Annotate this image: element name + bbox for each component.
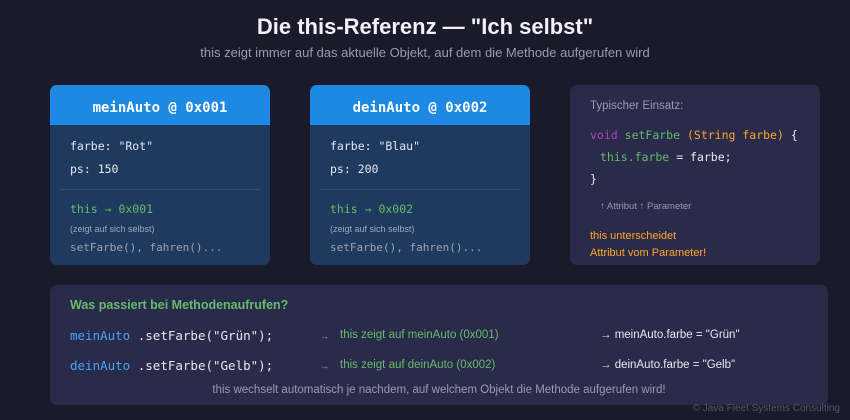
divider	[320, 189, 520, 190]
call-row-1: meinAuto .setFarbe("Grün");	[70, 328, 273, 343]
usage-note-2: Attribut vom Parameter!	[590, 247, 707, 259]
usage-label: Typischer Einsatz:	[590, 100, 684, 112]
call-explain: this zeigt auf meinAuto (0x001)	[340, 329, 499, 341]
field-ps: ps: 200	[330, 162, 379, 176]
field-ps: ps: 150	[70, 162, 119, 176]
arrow-icon: →	[320, 331, 329, 341]
page-title: Die this-Referenz — "Ich selbst"	[256, 14, 594, 39]
calls-heading: Was passiert bei Methodenaufrufen?	[70, 298, 289, 312]
call-method: .setFarbe("Grün");	[137, 328, 274, 343]
call-row-2: deinAuto .setFarbe("Gelb");	[70, 358, 273, 373]
arrow-icon: →	[320, 361, 329, 371]
code-params: (String farbe)	[686, 128, 784, 142]
object-header: meinAuto @ 0x001	[50, 85, 270, 125]
usage-note-1: this unterscheidet	[590, 230, 677, 242]
divider	[60, 189, 260, 190]
call-object: deinAuto	[70, 358, 131, 373]
object-card-deinauto: deinAuto @ 0x002 farbe: "Blau" ps: 200 t…	[310, 85, 530, 265]
code-close: }	[590, 172, 597, 186]
methods: setFarbe(), fahren()...	[70, 241, 223, 254]
method-calls-panel: Was passiert bei Methodenaufrufen? meinA…	[50, 285, 828, 405]
code-annotation: ↑ Attribut ↑ Parameter	[600, 201, 692, 212]
this-note: (zeigt auf sich selbst)	[70, 224, 155, 234]
call-explain: this zeigt auf deinAuto (0x002)	[340, 359, 496, 371]
code-line-2: this.farbe = farbe;	[600, 150, 732, 164]
call-result: → deinAuto.farbe = "Gelb"	[600, 359, 736, 371]
this-note: (zeigt auf sich selbst)	[330, 224, 415, 234]
usage-card: Typischer Einsatz: void setFarbe (String…	[570, 85, 820, 265]
code-assign: = farbe;	[676, 150, 732, 164]
calls-footer: this wechselt automatisch je nachdem, au…	[212, 384, 666, 396]
page-subtitle: this zeigt immer auf das aktuelle Objekt…	[200, 45, 650, 60]
this-reference: this → 0x001	[70, 202, 154, 216]
call-object: meinAuto	[70, 328, 131, 343]
field-farbe: farbe: "Blau"	[330, 139, 421, 153]
object-header: deinAuto @ 0x002	[310, 85, 530, 125]
call-result: → meinAuto.farbe = "Grün"	[600, 329, 740, 341]
object-card-meinauto: meinAuto @ 0x001 farbe: "Rot" ps: 150 th…	[50, 85, 270, 265]
field-farbe: farbe: "Rot"	[70, 139, 154, 153]
code-method: setFarbe	[624, 128, 681, 142]
call-method: .setFarbe("Gelb");	[137, 358, 274, 373]
code-line-1: void setFarbe (String farbe) {	[590, 128, 798, 142]
copyright: © Java Fleet Systems Consulting	[692, 403, 840, 414]
code-this-field: this.farbe	[600, 150, 670, 164]
code-brace: {	[790, 128, 798, 142]
this-reference: this → 0x002	[330, 202, 414, 216]
code-keyword: void	[590, 128, 618, 142]
methods: setFarbe(), fahren()...	[330, 241, 483, 254]
